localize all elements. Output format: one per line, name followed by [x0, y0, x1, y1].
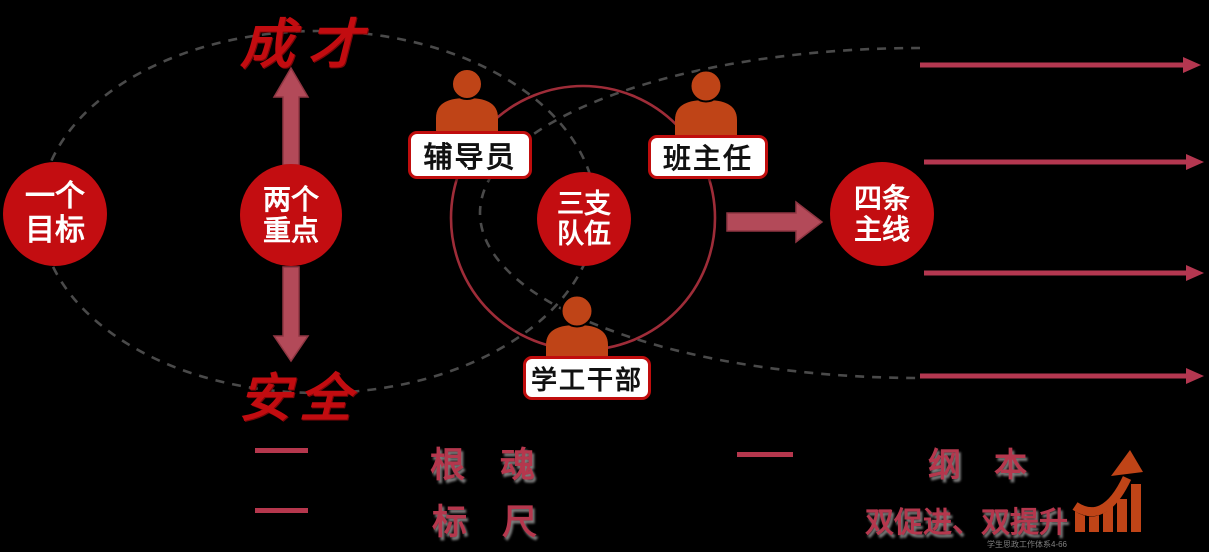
- node-text-line: 一个: [25, 180, 85, 214]
- legend-label-ruler: 标 尺: [432, 503, 538, 542]
- role-label-counselor: 辅导员: [408, 131, 532, 179]
- mainline-arrow-1: [920, 57, 1201, 73]
- mainline-arrow-4: [920, 368, 1204, 384]
- legend-label-double-promotion: 双促进、双提升: [865, 507, 1069, 539]
- person-icon: [436, 68, 498, 140]
- growth-arrow-icon: [1072, 450, 1143, 532]
- node-text-line: 两个: [262, 183, 319, 215]
- role-label-student-affairs-cadre: 学工干部: [523, 356, 651, 400]
- node-circle-four-mainlines: 四条 主线: [830, 162, 934, 266]
- legend-line-roothun: [255, 448, 308, 453]
- node-circle-two-priorities: 两个 重点: [240, 164, 342, 266]
- node-text-line: 主线: [853, 214, 910, 245]
- watermark-text: 学生思政工作体系4-66: [987, 540, 1068, 549]
- node-text-line: 目标: [25, 214, 85, 247]
- node-circle-one-goal: 一个 目标: [3, 162, 107, 266]
- dashed-loop-right: [478, 46, 921, 380]
- mainline-arrow-3: [924, 265, 1204, 281]
- arrow-down-to-anquan: [272, 266, 310, 363]
- legend-label-outline: 纲 本: [928, 446, 1027, 483]
- node-text-line: 重点: [262, 215, 319, 246]
- node-circle-three-teams: 三支 队伍: [537, 172, 631, 266]
- node-text-line: 三支: [557, 188, 611, 219]
- legend-line-gangben: [737, 452, 793, 457]
- arrow-teams-to-mainlines: [726, 200, 824, 244]
- legend-line-biaochi: [255, 508, 308, 513]
- person-icon: [675, 69, 737, 142]
- node-text-line: 四条: [853, 182, 910, 214]
- goal-top-label: 成才: [240, 12, 376, 76]
- legend-label-root-soul: 根 魂: [430, 446, 536, 485]
- arrow-up-to-chengcai: [272, 66, 310, 166]
- node-text-line: 队伍: [557, 219, 611, 249]
- role-label-head-teacher: 班主任: [648, 135, 768, 179]
- goal-bottom-label: 安全: [239, 368, 360, 429]
- mainline-arrow-2: [924, 154, 1204, 170]
